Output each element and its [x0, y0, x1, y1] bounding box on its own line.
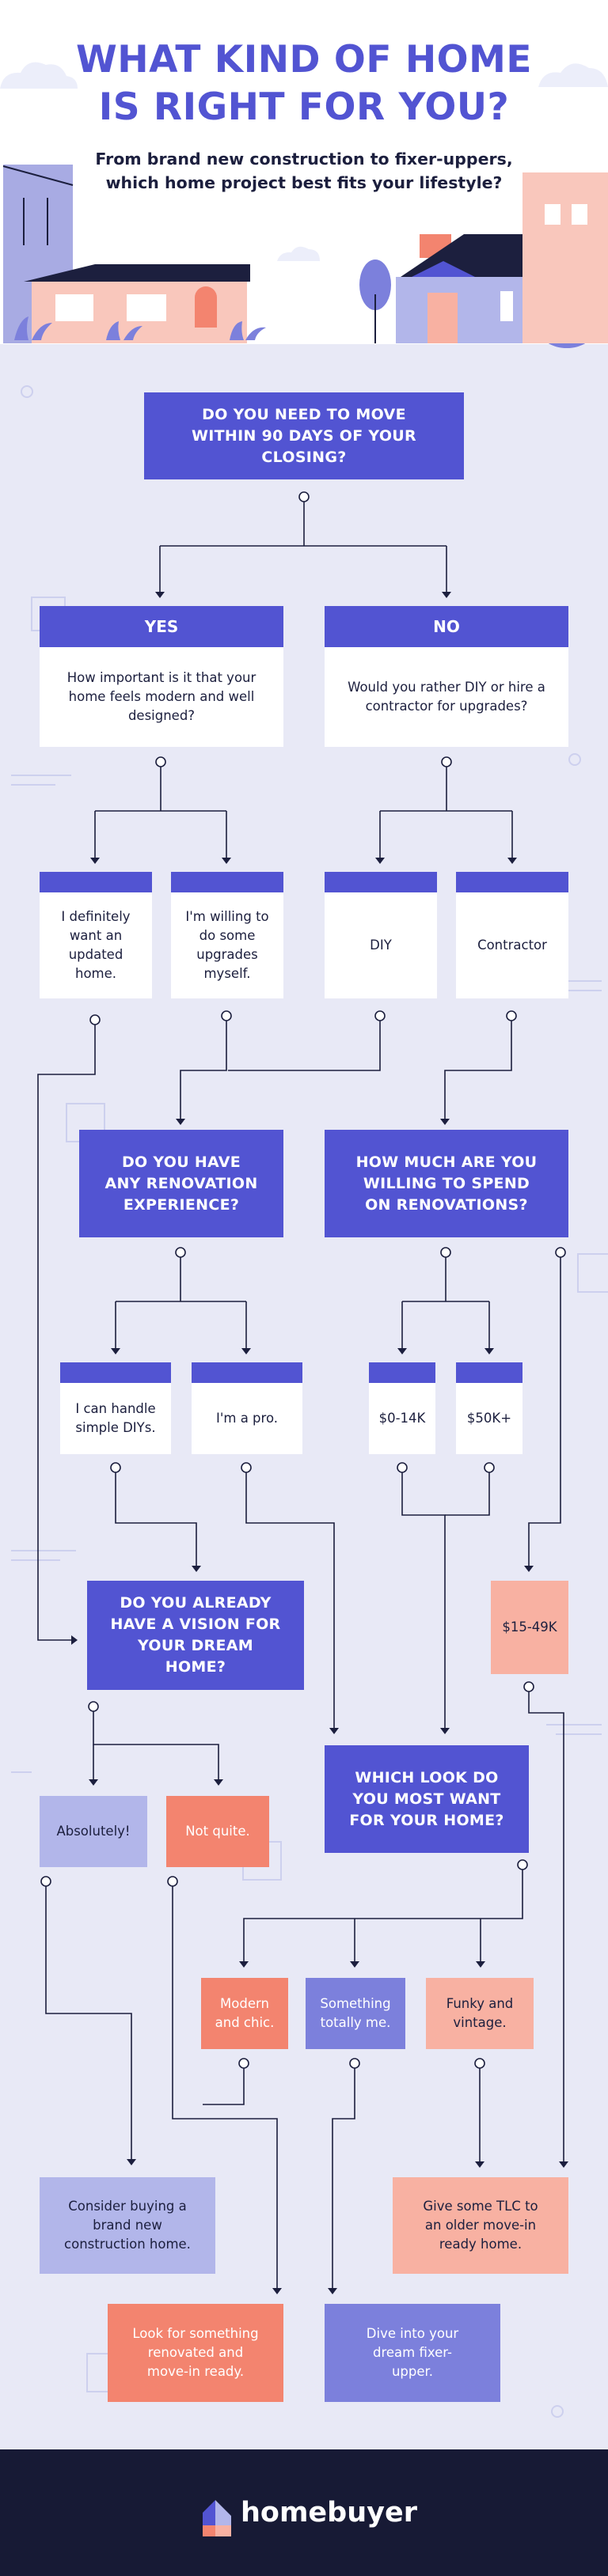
answer-diy: DIY [325, 872, 437, 998]
answer-not-quite: Not quite. [166, 1796, 269, 1867]
answer-0-14k: $0-14K [369, 1362, 435, 1454]
cloud-icon [0, 62, 608, 261]
question-look-box: WHICH LOOK DO YOU MOST WANT FOR YOUR HOM… [325, 1745, 529, 1853]
header-illustration [0, 62, 608, 348]
page-title-line1: WHAT KIND OF HOME [75, 38, 533, 81]
result-tlc: Give some TLC to an older move-in ready … [393, 2177, 568, 2274]
answer-funky-vintage: Funky and vintage. [426, 1978, 534, 2049]
answer-modern-chic: Modern and chic. [201, 1978, 288, 2049]
answer-50k-plus: $50K+ [456, 1362, 522, 1454]
question-move-box: DO YOU NEED TO MOVE WITHIN 90 DAYS OF YO… [144, 392, 464, 479]
yes-question: How important is it that your home feels… [40, 647, 283, 747]
result-fixer-upper: Dive into your dream fixer-upper. [325, 2304, 500, 2402]
connector-lines [37, 502, 564, 2293]
answer-contractor: Contractor [456, 872, 568, 998]
footer [0, 2449, 608, 2576]
question-vision-box: DO YOU ALREADY HAVE A VISION FOR YOUR DR… [87, 1581, 304, 1690]
yes-label: YES [40, 606, 283, 647]
subtitle-line2: which home project best fits your lifest… [105, 173, 503, 192]
answer-willing-upgrades: I'm willing to do some upgrades myself. [171, 872, 283, 998]
answer-pro: I'm a pro. [192, 1362, 302, 1454]
answer-simple-diy: I can handle simple DIYs. [60, 1362, 171, 1454]
result-new-construction: Consider buying a brand new construction… [40, 2177, 215, 2274]
building-right [522, 172, 608, 343]
connector-arrowheads [71, 592, 568, 2294]
no-label: NO [325, 606, 568, 647]
question-experience-box: DO YOU HAVE ANY RENOVATION EXPERIENCE? [79, 1130, 283, 1237]
question-spend-box: HOW MUCH ARE YOU WILLING TO SPEND ON REN… [325, 1130, 568, 1237]
subtitle-line1: From brand new construction to fixer-upp… [95, 150, 513, 169]
answer-totally-me: Something totally me. [306, 1978, 405, 2049]
answer-updated-home: I definitely want an updated home. [40, 872, 152, 998]
flow-connectors [11, 385, 608, 2418]
plant-icon [14, 316, 266, 340]
tree-icon [359, 259, 391, 310]
connector-dots [40, 491, 566, 2069]
result-renovated: Look for something renovated and move-in… [108, 2304, 283, 2402]
brand-name[interactable]: homebuyer [241, 2497, 417, 2529]
answer-15-49k: $15-49K [491, 1581, 568, 1674]
answer-absolutely: Absolutely! [40, 1796, 147, 1867]
no-question: Would you rather DIY or hire a contracto… [325, 647, 568, 747]
page-title-line2: IS RIGHT FOR YOU? [98, 85, 510, 129]
